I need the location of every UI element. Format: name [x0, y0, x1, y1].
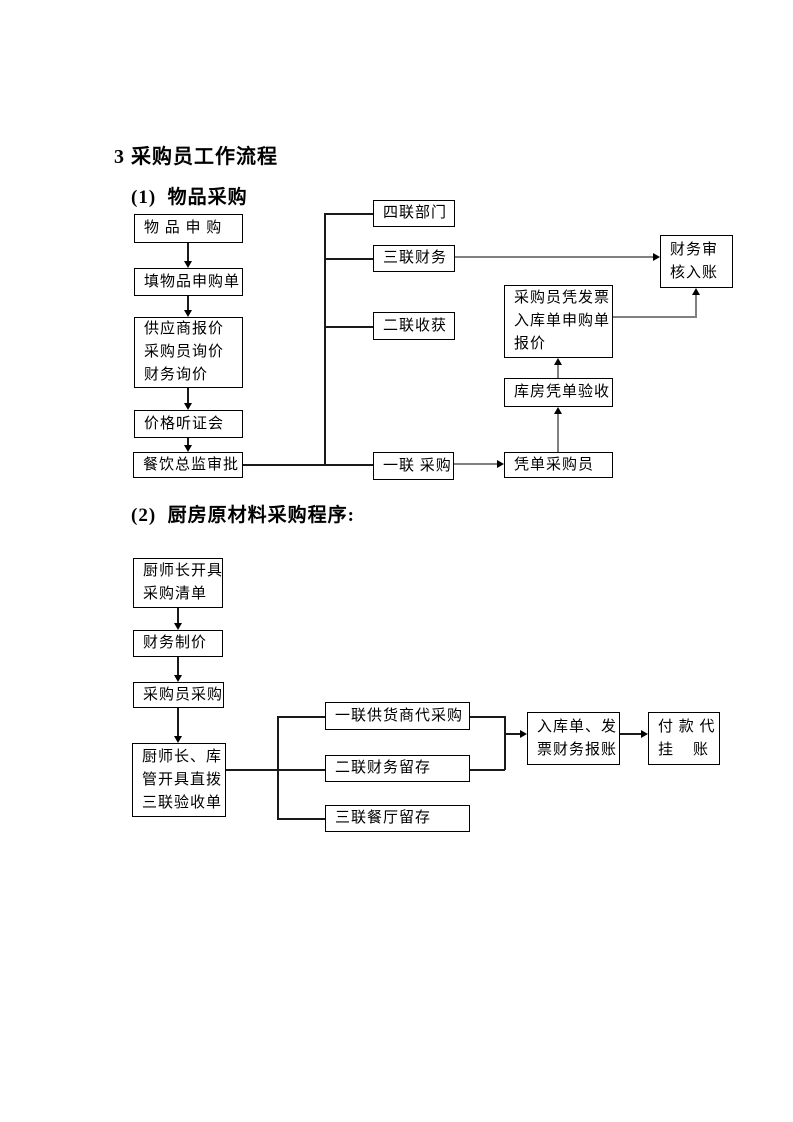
node-director-approve: 餐饮总监审批: [133, 452, 243, 478]
page-title: 3 采购员工作流程: [114, 146, 278, 168]
connector-line: [504, 716, 506, 770]
arrow-down-icon: [174, 623, 182, 630]
arrow-down-icon: [184, 310, 192, 317]
connector-line: [325, 258, 373, 260]
node-copy3-finance: 三联财务: [373, 245, 455, 272]
node-finance-pricing: 财务制价: [133, 630, 223, 657]
node-copy1-purchase: 一联 采购: [373, 452, 454, 480]
arrow-up-icon: [692, 288, 700, 295]
connector-line: [505, 733, 520, 735]
node-chef-list: 厨师长开具 采购清单: [133, 558, 223, 608]
connector-line: [277, 716, 279, 819]
connector-line: [620, 733, 641, 735]
node-price-hearing: 价格听证会: [134, 410, 243, 438]
section2-heading: (2) 厨房原材料采购程序:: [131, 505, 355, 526]
connector-line: [557, 365, 559, 378]
node-copy2-receive: 二联收获: [373, 312, 455, 340]
node-copy3-restaurant: 三联餐厅留存: [325, 805, 470, 832]
arrow-right-icon: [520, 730, 527, 738]
connector-line: [324, 213, 326, 465]
connector-line: [325, 326, 373, 328]
connector-line: [277, 818, 325, 820]
connector-line: [187, 296, 189, 310]
connector-line: [177, 608, 179, 623]
connector-line: [470, 769, 505, 771]
connector-line: [557, 414, 559, 452]
node-copy1-supplier: 一联供货商代采购: [325, 702, 470, 730]
node-receipt-form: 厨师长、库 管开具直拨 三联验收单: [132, 743, 226, 817]
node-quotes: 供应商报价 采购员询价 财务询价: [134, 317, 243, 388]
arrow-down-icon: [174, 736, 182, 743]
connector-line: [613, 316, 697, 318]
connector-line: [187, 243, 189, 261]
node-fill-form: 填物品申购单: [134, 268, 243, 296]
section1-heading: (1) 物品采购: [131, 187, 248, 208]
node-copy4-dept: 四联部门: [373, 200, 455, 227]
connector-line: [695, 295, 697, 318]
node-purchaser-docs: 采购员凭发票 入库单申购单 报价: [504, 285, 613, 358]
arrow-down-icon: [174, 675, 182, 682]
connector-line: [325, 213, 373, 215]
connector-line: [455, 256, 653, 258]
node-copy2-finance: 二联财务留存: [325, 755, 470, 782]
connector-line: [454, 463, 497, 465]
connector-line: [187, 388, 189, 403]
node-buyer-purchase: 采购员采购: [133, 682, 224, 708]
connector-line: [277, 716, 325, 718]
arrow-right-icon: [641, 730, 648, 738]
arrow-down-icon: [184, 261, 192, 268]
node-goods-apply: 物 品 申 购: [134, 214, 243, 243]
connector-line: [243, 464, 373, 466]
node-voucher-purchaser: 凭单采购员: [504, 452, 613, 478]
arrow-up-icon: [554, 358, 562, 365]
connector-line: [470, 716, 505, 718]
node-reimburse: 入库单、发 票财务报账: [527, 712, 620, 765]
connector-line: [187, 438, 189, 445]
arrow-up-icon: [554, 407, 562, 414]
connector-line: [177, 657, 179, 675]
arrow-down-icon: [184, 445, 192, 452]
arrow-right-icon: [653, 253, 660, 261]
node-payment: 付 款 代 挂 账: [648, 712, 720, 765]
arrow-down-icon: [184, 403, 192, 410]
arrow-right-icon: [497, 460, 504, 468]
node-finance-audit: 财务审 核入账: [660, 235, 733, 288]
connector-line: [226, 769, 325, 771]
connector-line: [177, 708, 179, 736]
node-warehouse-check: 库房凭单验收: [504, 378, 613, 407]
